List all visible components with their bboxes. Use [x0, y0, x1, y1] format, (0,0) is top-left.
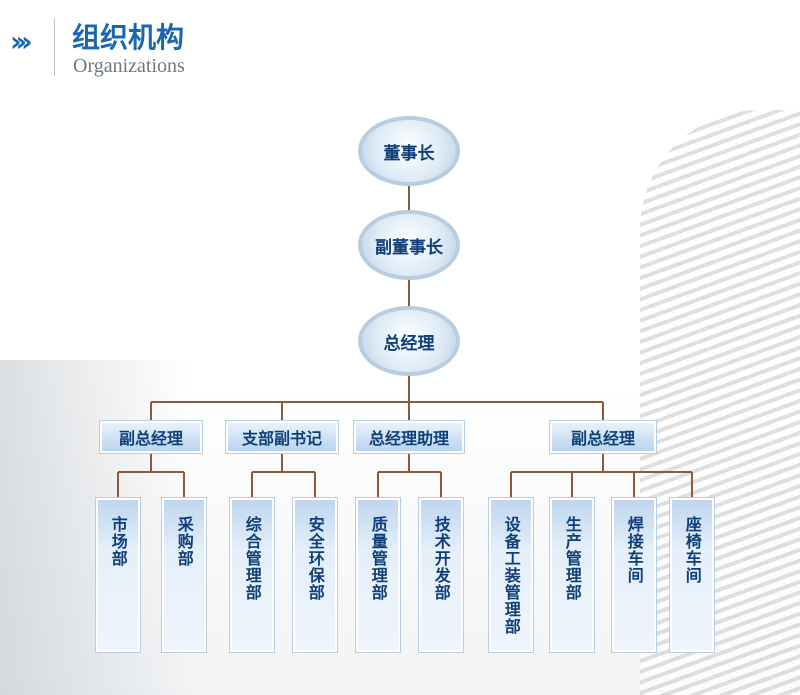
- node-gm-assistant-label: 总经理助理: [368, 429, 449, 448]
- node-deputy-gm-2: 副总经理: [550, 421, 656, 453]
- dept-marketing: 市场部: [96, 498, 140, 652]
- dept-safety-environment-label: 安全环保部: [305, 516, 325, 601]
- node-party-deputy-secretary-label: 支部副书记: [241, 429, 322, 448]
- header-divider: [54, 18, 55, 76]
- node-deputy-gm-1-label: 副总经理: [118, 429, 183, 448]
- dept-marketing-label: 市场部: [108, 516, 128, 567]
- dept-purchasing: 采购部: [162, 498, 206, 652]
- node-chairman-label: 董事长: [383, 143, 435, 164]
- dept-tech-development-label: 技术开发部: [431, 516, 451, 601]
- dept-seat-workshop: 座椅车间: [670, 498, 714, 652]
- node-gm-assistant: 总经理助理: [354, 421, 464, 453]
- dept-equipment-tooling: 设备工装管理部: [489, 498, 533, 652]
- background-seat-texture: [640, 110, 800, 695]
- dept-welding-workshop-label: 焊接车间: [624, 516, 644, 584]
- node-general-manager-label: 总经理: [383, 333, 435, 354]
- node-deputy-gm-2-label: 副总经理: [570, 429, 635, 448]
- page-title: 组织机构: [72, 21, 185, 54]
- dept-production-label: 生产管理部: [562, 516, 582, 601]
- dept-general-admin-label: 综合管理部: [242, 516, 262, 601]
- node-vice-chairman: 副董事长: [358, 210, 460, 280]
- node-party-deputy-secretary: 支部副书记: [226, 421, 338, 453]
- dept-general-admin: 综合管理部: [230, 498, 274, 652]
- dept-purchasing-label: 采购部: [174, 516, 194, 567]
- dept-seat-workshop-label: 座椅车间: [682, 516, 702, 584]
- dept-production: 生产管理部: [550, 498, 594, 652]
- dept-safety-environment: 安全环保部: [293, 498, 337, 652]
- dept-tech-development: 技术开发部: [419, 498, 463, 652]
- node-deputy-gm-1: 副总经理: [100, 421, 202, 453]
- node-chairman: 董事长: [358, 116, 460, 186]
- dept-equipment-tooling-label: 设备工装管理部: [501, 516, 521, 635]
- background-haze: [0, 360, 190, 695]
- page-subtitle: Organizations: [73, 55, 185, 77]
- dept-quality: 质量管理部: [356, 498, 400, 652]
- dept-welding-workshop: 焊接车间: [612, 498, 656, 652]
- node-general-manager: 总经理: [358, 306, 460, 376]
- dept-quality-label: 质量管理部: [368, 516, 388, 601]
- node-vice-chairman-label: 副董事长: [375, 237, 443, 258]
